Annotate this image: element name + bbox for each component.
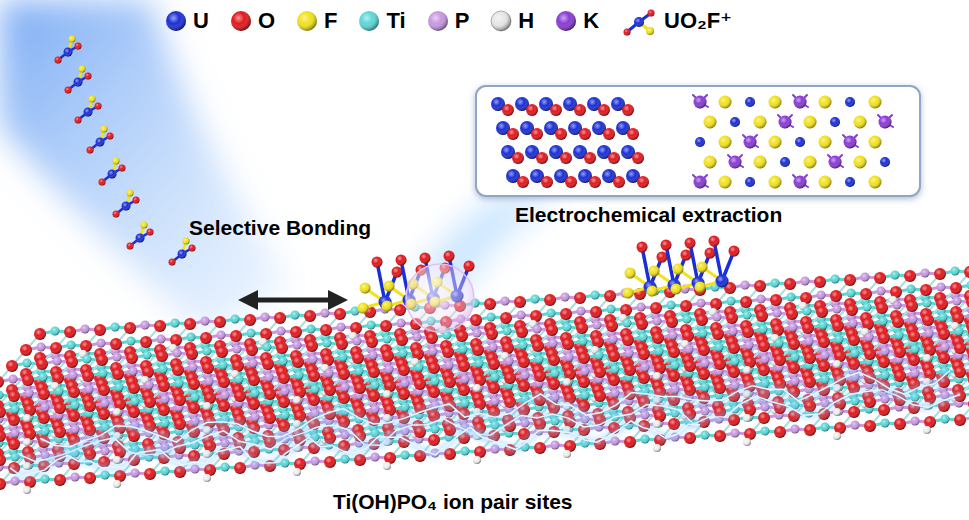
atom-shading [563, 450, 571, 458]
atom-shading [324, 456, 336, 468]
atom-shading [113, 480, 121, 488]
atom-shading [878, 404, 890, 416]
atom-shading [684, 432, 696, 444]
atom-shading [821, 423, 830, 432]
atom-shading [848, 406, 860, 418]
atom-shading [174, 466, 186, 478]
crystal-slab [0, 263, 969, 495]
atom-shading [221, 463, 230, 472]
atom-shading [161, 467, 170, 476]
atom-shading [234, 462, 246, 474]
atom-shading [758, 412, 770, 424]
atom-shading [311, 457, 320, 466]
atom-shading [23, 486, 31, 494]
atom-shading [101, 471, 110, 480]
atom-shading [881, 419, 890, 428]
atom-shading [624, 436, 636, 448]
atom-shading [864, 420, 876, 432]
atom-shading [743, 438, 751, 446]
blue-glow [0, 0, 290, 335]
atom-shading [851, 421, 860, 430]
atom-shading [371, 453, 380, 462]
atom-shading [473, 456, 481, 464]
atom-shading [203, 474, 211, 482]
atom-shading [401, 451, 410, 460]
atom-shading [534, 442, 546, 454]
atom-shading [461, 447, 470, 456]
atom-shading [668, 418, 680, 430]
atom-shading [428, 434, 440, 446]
atom-shading [131, 469, 140, 478]
atom-shading [551, 441, 560, 450]
atom-shading [41, 475, 50, 484]
atom-shading [641, 435, 650, 444]
atom-shading [714, 430, 726, 442]
atom-shading [911, 417, 920, 426]
atom-shading [833, 432, 841, 440]
atom-shading [144, 468, 156, 480]
atom-shading [701, 431, 710, 440]
atom-shading [11, 477, 20, 486]
atom-shading [383, 462, 391, 470]
atom-shading [761, 427, 770, 436]
atom-shading [54, 474, 66, 486]
atom-shading [804, 424, 816, 436]
atom-shading [894, 418, 906, 430]
atom-shading [191, 465, 200, 474]
atom-shading [941, 415, 950, 424]
atom-shading [653, 444, 661, 452]
atom-shading [791, 425, 800, 434]
atom-shading [731, 429, 740, 438]
atom-shading [923, 426, 931, 434]
atom-shading [0, 478, 6, 490]
atom-shading [71, 473, 80, 482]
atom-shading [954, 414, 966, 426]
atom-shading [84, 472, 96, 484]
atom-shading [774, 426, 786, 438]
atom-shading [341, 455, 350, 464]
atom-shading [293, 468, 301, 476]
